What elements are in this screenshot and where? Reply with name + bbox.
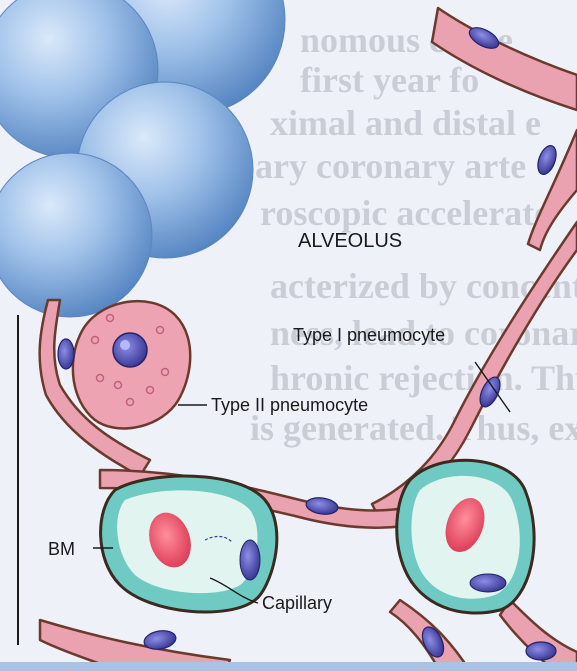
alveolar-sphere: [0, 153, 152, 317]
nucleus: [526, 642, 556, 660]
type-one-label: Type I pneumocyte: [293, 325, 445, 345]
right-capillary: [397, 460, 534, 613]
endothelial-nucleus: [470, 574, 506, 592]
type-two-label: Type II pneumocyte: [211, 395, 368, 415]
left-capillary: [101, 476, 277, 612]
capillary-label: Capillary: [262, 593, 332, 613]
nucleolus: [120, 340, 130, 350]
bleed-text-2: first year fo: [300, 60, 479, 100]
bleed-text-8: hronic rejection. Thus e: [270, 358, 577, 398]
type-two-nucleus: [113, 333, 147, 367]
bleed-text-5: roscopic accelerate: [260, 193, 550, 233]
bleed-text-4: ary coronary arte: [255, 146, 526, 186]
alveolus-label: ALVEOLUS: [298, 230, 402, 252]
bottom-strip: [0, 662, 577, 671]
endothelial-nucleus: [240, 540, 260, 580]
bm-label: BM: [48, 539, 75, 559]
bleed-text-3: ximal and distal e: [270, 103, 541, 143]
nucleus: [58, 339, 74, 369]
type-two-pneumocyte: [73, 301, 190, 428]
